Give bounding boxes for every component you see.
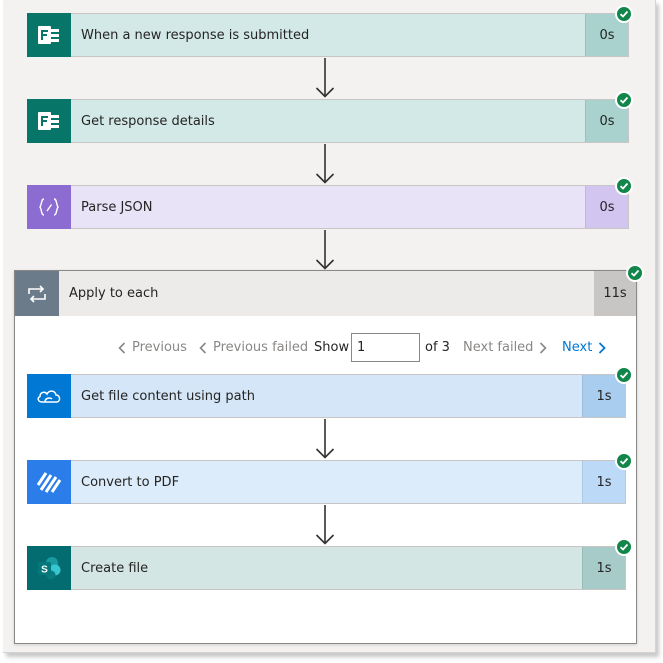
previous-button[interactable]: Previous <box>117 340 187 355</box>
arrow-down-icon <box>315 230 335 270</box>
chevron-right-icon <box>540 341 548 354</box>
sharepoint-icon: S <box>27 546 71 590</box>
show-label: Show <box>314 340 350 355</box>
apply-to-each-header[interactable]: Apply to each 11s <box>15 271 636 316</box>
next-button[interactable]: Next <box>562 340 607 355</box>
success-check-icon <box>615 5 633 23</box>
loop-title: Apply to each <box>69 286 159 301</box>
success-check-icon <box>615 366 633 384</box>
step-title: When a new response is submitted <box>81 27 310 43</box>
step-title: Convert to PDF <box>81 474 180 490</box>
step-title: Create file <box>81 560 149 576</box>
forms-icon <box>27 99 71 143</box>
forms-icon <box>27 13 71 57</box>
step-card-get-response-details[interactable]: Get response details 0s <box>27 99 629 143</box>
next-failed-button[interactable]: Next failed <box>463 340 548 355</box>
loop-icon <box>15 271 59 316</box>
step-duration: 0s <box>585 14 628 56</box>
iteration-pager: Previous Previous failed Show of 3 Next … <box>0 333 663 363</box>
next-failed-label: Next failed <box>463 340 534 355</box>
success-check-icon <box>615 538 633 556</box>
success-check-icon <box>615 452 633 470</box>
step-title: Get response details <box>81 113 215 129</box>
success-check-icon <box>615 177 633 195</box>
svg-text:S: S <box>41 565 48 576</box>
step-card-parse-json[interactable]: Parse JSON 0s <box>27 185 629 229</box>
step-title: Parse JSON <box>81 199 153 215</box>
onedrive-icon <box>27 374 71 418</box>
step-card-create-file[interactable]: S Create file 1s <box>27 546 626 590</box>
iteration-number-input[interactable] <box>351 333 420 362</box>
success-check-icon <box>615 91 633 109</box>
arrow-down-icon <box>315 419 335 459</box>
arrow-down-icon <box>315 144 335 184</box>
step-card-convert-to-pdf[interactable]: Convert to PDF 1s <box>27 460 626 504</box>
chevron-left-icon <box>118 341 126 354</box>
iteration-total-label: of 3 <box>425 340 450 355</box>
encodian-icon <box>27 460 71 504</box>
chevron-right-icon <box>599 341 607 354</box>
arrow-down-icon <box>315 505 335 545</box>
arrow-down-icon <box>315 58 335 98</box>
previous-failed-button[interactable]: Previous failed <box>198 340 308 355</box>
step-card-get-file-content[interactable]: Get file content using path 1s <box>27 374 626 418</box>
chevron-left-icon <box>199 341 207 354</box>
next-label: Next <box>562 340 593 355</box>
step-title: Get file content using path <box>81 388 255 404</box>
step-card-when-new-response[interactable]: When a new response is submitted 0s <box>27 13 629 57</box>
data-operation-icon <box>27 185 71 229</box>
previous-label: Previous <box>132 340 187 355</box>
success-check-icon <box>626 264 644 282</box>
previous-failed-label: Previous failed <box>213 340 309 355</box>
